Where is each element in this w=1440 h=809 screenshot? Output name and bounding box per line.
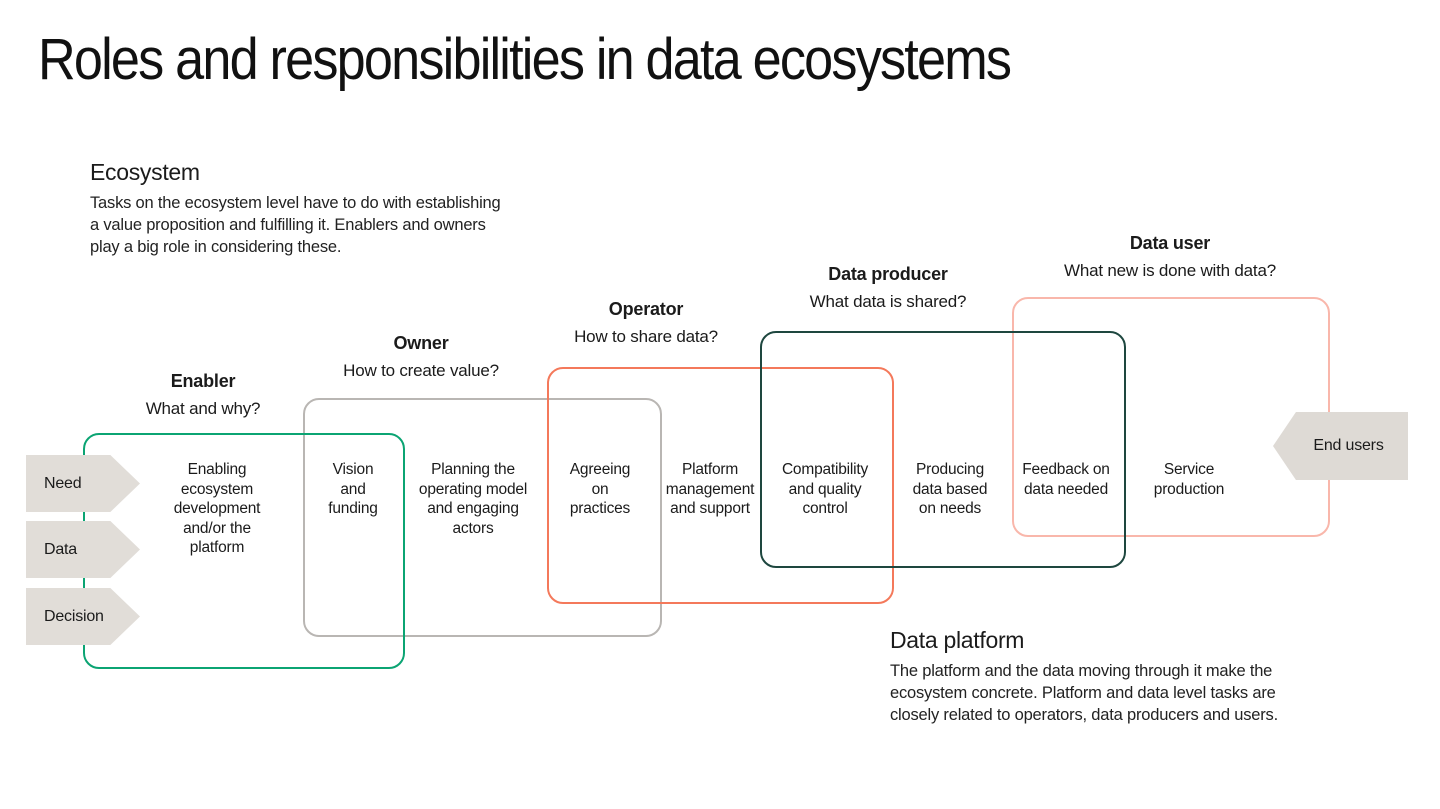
page-title: Roles and responsibilities in data ecosy… [38, 27, 1012, 92]
task-producing-data-on-needs: Producing data based on needs [912, 461, 988, 517]
decision-input-arrow-label: Decision [44, 607, 104, 625]
data-producer-label: Data producer What data is shared? [728, 264, 1048, 312]
ecosystem-note-heading: Ecosystem [90, 159, 200, 185]
task-compatibility-quality-control: Compatibility and quality control [781, 461, 869, 517]
need-input-arrow-label: Need [44, 474, 82, 492]
task-feedback-on-data-needed: Feedback on data needed [1022, 461, 1110, 498]
enabler-role-name: Enabler [170, 371, 236, 391]
owner-role-question: How to create value? [343, 361, 499, 380]
owner-label: Owner How to create value? [261, 333, 581, 381]
data-user-role-name: Data user [1129, 233, 1211, 253]
data-platform-note-body: The platform and the data moving through… [890, 662, 1278, 724]
enabler-role-question: What and why? [145, 399, 261, 418]
task-planning-operating-model: Planning the operating model and engagin… [418, 461, 528, 537]
data-producer-role-question: What data is shared? [809, 292, 967, 311]
owner-box [303, 398, 662, 637]
task-platform-management-support: Platform management and support [665, 461, 755, 517]
data-producer-role-name: Data producer [828, 264, 948, 284]
data-user-role-question: What new is done with data? [1064, 261, 1276, 280]
ecosystem-note-body: Tasks on the ecosystem level have to do … [90, 194, 501, 256]
operator-label: Operator How to share data? [486, 299, 806, 347]
enabler-label: Enabler What and why? [43, 371, 363, 419]
data-input-arrow-label: Data [44, 540, 77, 558]
data-user-label: Data user What new is done with data? [1010, 233, 1330, 281]
end-users-arrow-label: End users [1313, 437, 1384, 454]
data-producer-box [760, 331, 1126, 568]
task-enabling-ecosystem-development: Enabling ecosystem development and/or th… [173, 461, 261, 556]
data-platform-note-heading: Data platform [890, 627, 1025, 653]
operator-role-question: How to share data? [574, 327, 718, 346]
task-agreeing-on-practices: Agreeing on practices [569, 461, 631, 517]
end-users-arrow: End users [1273, 412, 1408, 480]
operator-role-name: Operator [608, 299, 684, 319]
task-vision-and-funding: Vision and funding [328, 461, 378, 517]
operator-box [547, 367, 894, 604]
task-service-production: Service production [1153, 461, 1225, 498]
owner-role-name: Owner [393, 333, 449, 353]
